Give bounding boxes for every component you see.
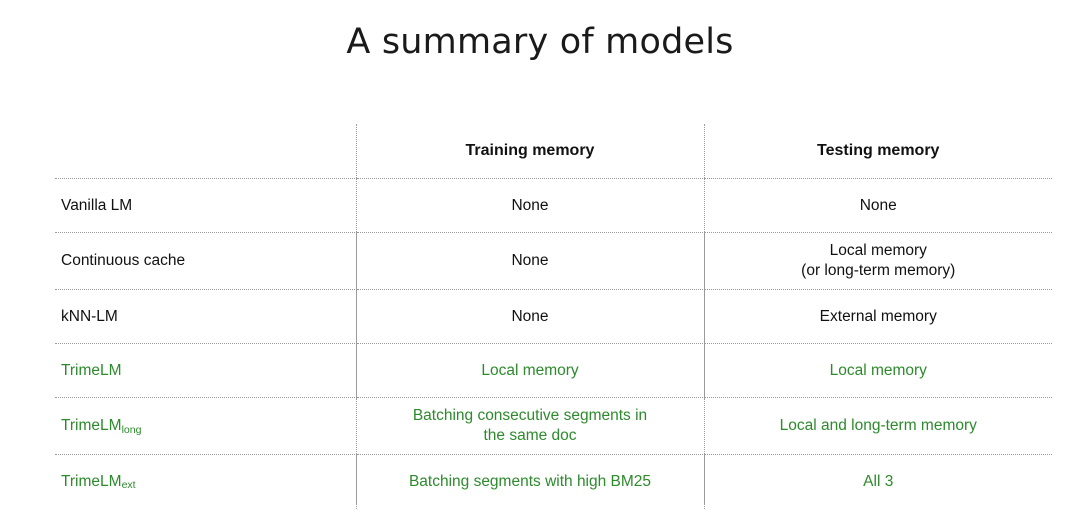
cell-model-name: kNN-LM: [55, 289, 356, 344]
cell-training-memory: None: [355, 289, 704, 344]
cell-training-memory: Batching consecutive segments in the sam…: [355, 397, 704, 455]
page-title: A summary of models: [346, 22, 734, 62]
cell-model-name: Vanilla LM: [55, 178, 356, 233]
cell-testing-memory: Local memory (or long-term memory): [703, 232, 1052, 290]
cell-model-name: TrimeLMext: [55, 455, 356, 509]
cell-testing-memory: Local memory: [703, 343, 1052, 398]
cell-model-name: TrimeLMlong: [55, 397, 356, 455]
cell-testing-memory-line1: Local memory: [829, 242, 927, 260]
cell-model-name: Continuous cache: [55, 232, 356, 290]
model-summary-table: Training memory Testing memory Vanilla L…: [55, 124, 1052, 509]
cell-model-name-text: TrimeLM: [61, 472, 122, 490]
cell-model-name-text: TrimeLM: [61, 361, 122, 379]
cell-testing-memory: All 3: [703, 454, 1052, 509]
table-body: Vanilla LM None None Continuous cache No…: [55, 178, 1052, 509]
table-row: Vanilla LM None None: [55, 178, 1052, 233]
cell-training-memory-line2: the same doc: [483, 427, 577, 444]
table-row: TrimeLM Local memory Local memory: [55, 343, 1052, 398]
table-header-row: Training memory Testing memory: [55, 124, 1052, 179]
cell-model-name-text: TrimeLM: [61, 417, 122, 435]
cell-training-memory: None: [355, 232, 704, 290]
cell-training-memory: Local memory: [355, 343, 704, 398]
column-header-model: [55, 124, 356, 179]
cell-training-memory-line1: Batching consecutive segments in: [412, 407, 648, 425]
cell-testing-memory: Local and long-term memory: [703, 397, 1052, 455]
cell-testing-memory-line2: (or long-term memory): [801, 262, 956, 279]
cell-model-name-subscript: ext: [121, 479, 136, 492]
cell-training-memory: Batching segments with high BM25: [355, 454, 704, 509]
table-header: Training memory Testing memory: [55, 124, 1052, 179]
cell-training-memory: None: [355, 178, 704, 233]
column-header-testing-memory: Testing memory: [703, 124, 1052, 179]
table-row: TrimeLMext Batching segments with high B…: [55, 454, 1052, 509]
table-row: TrimeLMlong Batching consecutive segment…: [55, 397, 1052, 455]
cell-model-name-subscript: long: [121, 423, 142, 436]
cell-testing-memory: External memory: [703, 289, 1052, 344]
cell-testing-memory: None: [703, 178, 1052, 233]
cell-model-name: TrimeLM: [55, 343, 356, 398]
table-row: Continuous cache None Local memory (or l…: [55, 232, 1052, 290]
column-header-training-memory: Training memory: [355, 124, 704, 179]
summary-table-container: Training memory Testing memory Vanilla L…: [55, 124, 1052, 509]
table-row: kNN-LM None External memory: [55, 289, 1052, 344]
